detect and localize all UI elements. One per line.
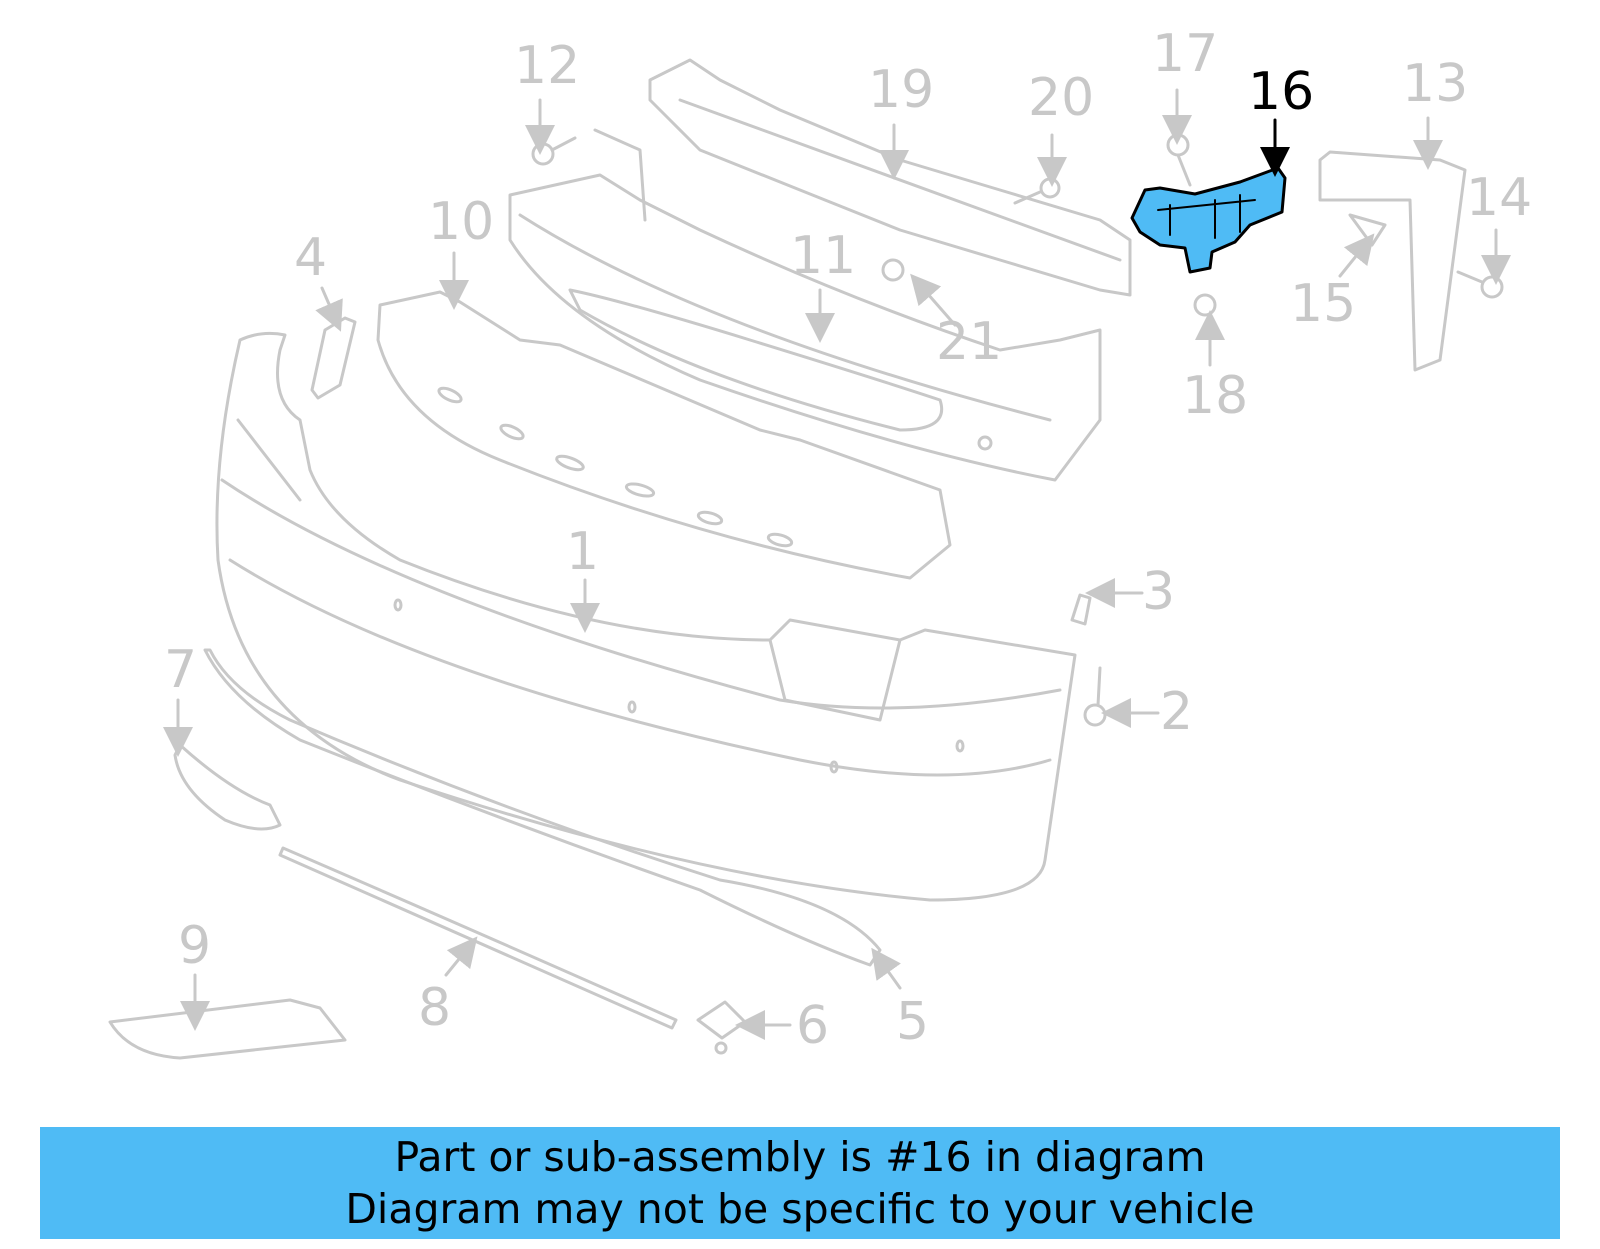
part-10-absorber [376,290,952,580]
callout-21: 21 [936,312,1003,372]
part-11-reinforcement [508,128,1102,482]
part-13-bracket [1318,150,1467,372]
callout-19: 19 [868,60,935,120]
callout-13: 13 [1402,54,1469,114]
part-5-diffuser [203,648,882,967]
leader-arrows [163,88,1511,1040]
callout-6: 6 [796,996,830,1056]
callout-15: 15 [1290,274,1357,334]
callout-1: 1 [566,522,600,582]
callout-9: 9 [178,916,212,976]
callout-8: 8 [418,978,452,1038]
callout-3: 3 [1142,562,1176,622]
callout-20: 20 [1028,68,1095,128]
callout-18: 18 [1182,366,1249,426]
part-1-bumper-cover [215,331,1077,902]
callout-4: 4 [294,228,328,288]
info-banner: Part or sub-assembly is #16 in diagram D… [40,1127,1560,1239]
callout-16-highlighted: 16 [1248,62,1315,122]
part-8-strip [278,846,678,1030]
callout-17: 17 [1152,24,1219,84]
banner-part-line: Part or sub-assembly is #16 in diagram [394,1133,1206,1181]
part-4-reflector [310,316,357,400]
part-9-trim [108,998,347,1060]
callout-5: 5 [896,992,930,1052]
part-16-highlighted-bracket [1130,118,1290,274]
part-7-trim [173,743,282,831]
banner-disclaimer-line: Diagram may not be specific to your vehi… [345,1185,1255,1233]
callout-14: 14 [1466,168,1533,228]
callout-12: 12 [514,36,581,96]
callout-2: 2 [1160,682,1194,742]
parts-diagram: 1 2 3 4 5 6 7 8 9 10 11 12 13 14 15 16 1… [108,24,1533,1060]
part-19-retainer [648,58,1132,297]
callout-11: 11 [790,226,857,286]
callout-7: 7 [164,640,198,700]
callout-10: 10 [428,192,495,252]
diagram-drawing [108,58,1511,1060]
fasteners [531,133,1504,1055]
